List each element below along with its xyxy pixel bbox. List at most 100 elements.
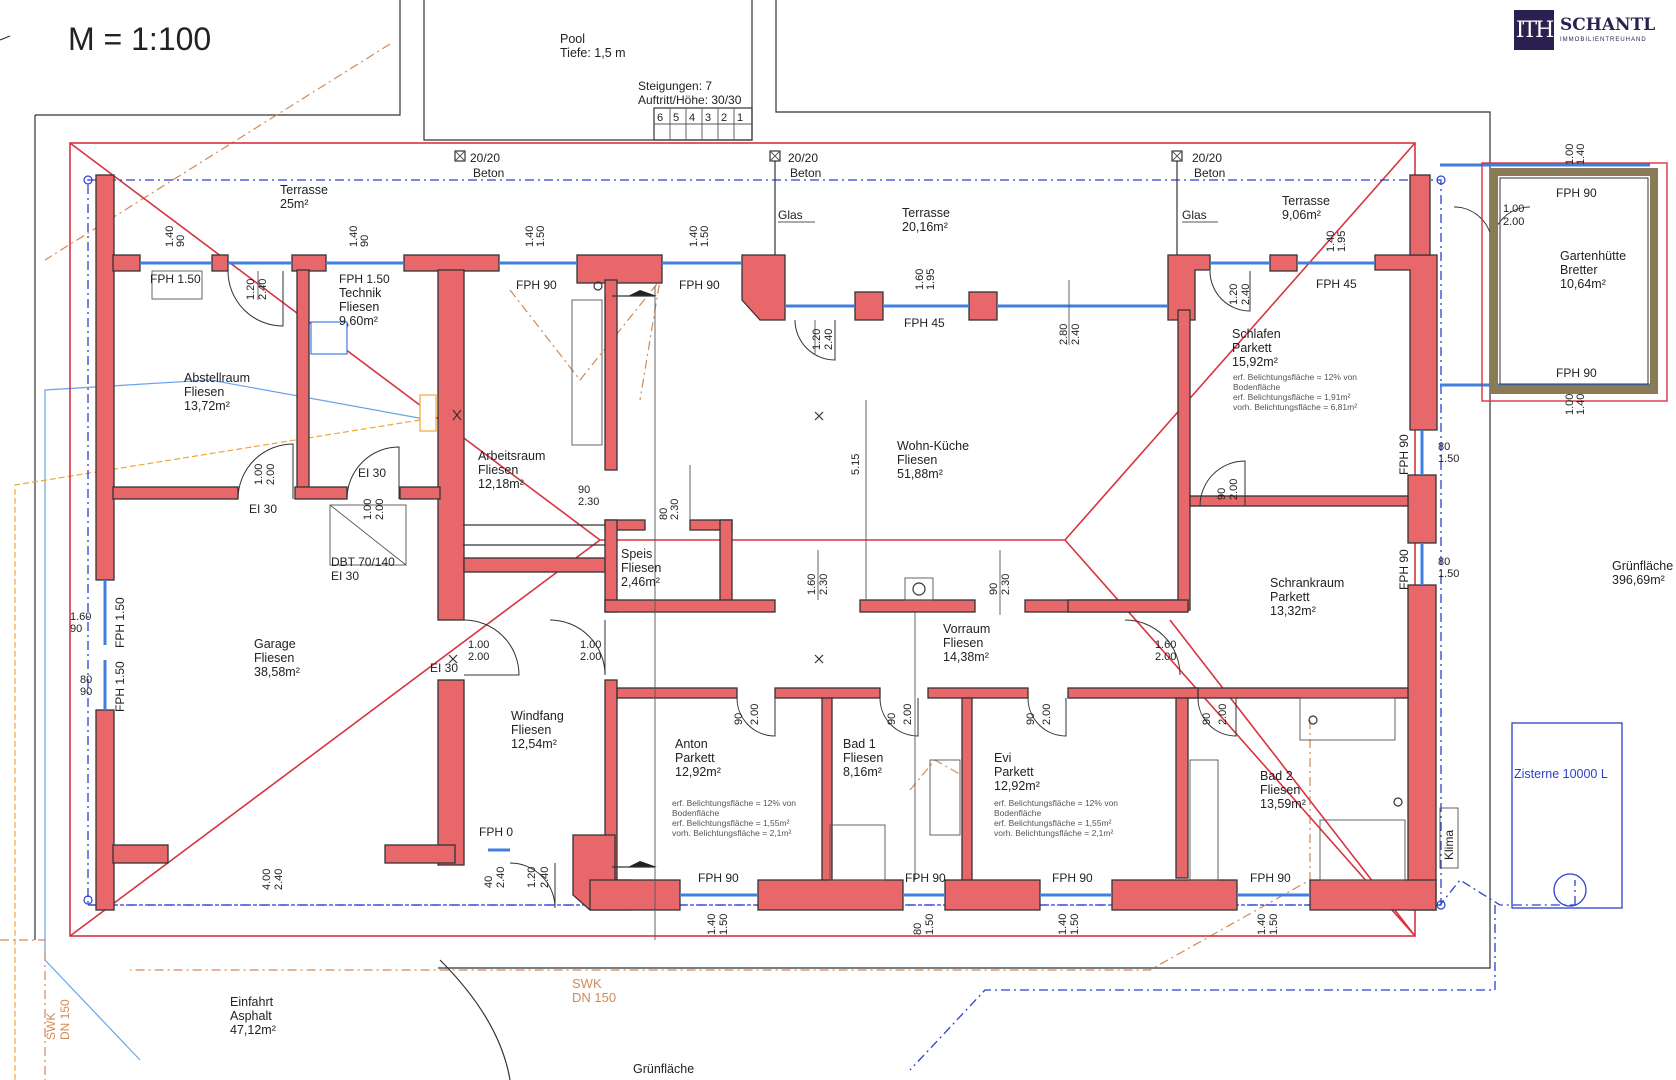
concrete-columns: 20/20 Beton 20/20 Beton 20/20 Beton Glas… [454,150,1225,255]
dim-90-g: 90 [80,686,92,698]
stairs-tread-label: Auftritt/Höhe: 30/30 [638,93,742,107]
dim-120-b: 1.20 [811,329,823,350]
dim-150-g: 1.50 [924,914,936,935]
room-bad1: Bad 1 Fliesen 8,16m² [843,737,887,779]
pipe-orange-2 [509,277,661,401]
fph-90-label-south-2: FPH 90 [905,871,946,885]
room-labels: Pool Tiefe: 1,5 m Terrasse 25m² Technik … [184,32,1673,1076]
dim-160-c: 1.60 [70,611,91,623]
dim-140-e: 1.40 [1325,231,1337,252]
column-2-material: Beton [790,166,821,180]
dim-140-d: 1.40 [688,226,700,247]
swk-label-b: SWK [44,1013,58,1040]
dim-240-d: 2.40 [1240,284,1252,305]
glass-label-2: Glas [1182,208,1207,222]
pool-outline [423,0,753,141]
dim-160-b: 1.60 [806,574,818,595]
fph-90-label-east-1: FPH 90 [1397,434,1411,475]
dim-90-e: 90 [1216,488,1228,500]
stairs: 6 5 4 3 2 1 Steigungen: 7 Auftritt/Höhe:… [638,79,753,141]
room-gartenhuette: Gartenhütte Bretter 10,64m² [1560,249,1630,291]
room-bad2: Bad 2 Fliesen 13,59m² [1260,769,1306,811]
dim-195-b: 1.95 [1336,231,1348,252]
dim-240-e: 2.40 [273,869,285,890]
column-1-material: Beton [473,166,504,180]
dim-150-h: 1.50 [1069,914,1081,935]
dim-200-b: 2.00 [374,499,386,520]
dim-515: 5.15 [850,454,862,475]
pool-label: Pool Tiefe: 1,5 m [560,32,626,60]
dim-120-a: 1.20 [245,279,257,300]
door-swings [227,206,1531,909]
room-terrasse-west: Terrasse 25m² [280,183,331,211]
dim-80-b: 80 [1438,441,1450,453]
fph-90-label-hut-bottom: FPH 90 [1556,366,1597,380]
pipe-blue-2 [909,905,1496,1071]
site-boundary [35,0,1491,969]
dim-195-a: 1.95 [925,269,937,290]
logo-company-name: SCHANTL [1560,15,1656,35]
room-schlafen: Schlafen Parkett 15,92m² [1232,327,1284,369]
dim-80-d: 80 [80,674,92,686]
fph-90-label-b: FPH 90 [679,278,720,292]
fph-150-label-b: FPH 1.50 [339,272,390,286]
stair-step-6: 6 [657,112,663,124]
fph-90-label-a: FPH 90 [516,278,557,292]
room-garage: Garage Fliesen 38,58m² [254,637,300,679]
room-speis: Speis Fliesen 2,46m² [621,547,665,589]
dim-120-d: 1.20 [526,867,538,888]
logo-text: SCHANTL IMMOBILIENTREUHAND [1560,15,1656,44]
column-3-size: 20/20 [1192,151,1222,165]
dim-150-i: 1.50 [1268,914,1280,935]
column-2-size: 20/20 [788,151,818,165]
dim-230-d: 2.30 [1000,574,1012,595]
dim-40: 40 [483,876,495,888]
dim-230-a: 2.30 [669,499,681,520]
dim-80-e: 80 [912,923,924,935]
scale-label: M = 1:100 [68,21,211,57]
dim-160-d: 1.60 [1155,639,1176,651]
dim-140-c: 1.40 [524,226,536,247]
fph-45-label-a: FPH 45 [904,316,945,330]
dim-100-d: 1.00 [580,639,601,651]
dim-90-d: 90 [988,583,1000,595]
garden-hut-walls [1490,168,1658,394]
fph-90-label-hut-top: FPH 90 [1556,186,1597,200]
note-evi: erf. Belichtungsfläche = 12% von Bodenfl… [994,798,1120,838]
room-abstellraum: Abstellraum Fliesen 13,72m² [184,371,253,413]
room-technik: Technik Fliesen 9,60m² [339,286,385,328]
gruenflaeche-south-label: Grünfläche [633,1062,694,1076]
dbt-label: DBT 70/140 [331,555,395,569]
stair-step-3: 3 [705,112,711,124]
dim-200-f: 2.00 [1155,651,1176,663]
dim-80-c: 80 [1438,556,1450,568]
ei30-label-b: EI 30 [358,466,386,480]
dim-100-a: 1.00 [253,464,265,485]
room-arbeitsraum: Arbeitsraum Fliesen 12,18m² [478,449,549,491]
dimension-labels: 1.40 90 1.40 90 1.40 1.50 1.40 1.50 1.20… [70,144,1587,935]
stair-step-4: 4 [689,112,695,124]
element-labels: FPH 1.50 FPH 1.50 FPH 90 FPH 90 FPH 45 F… [44,186,1608,1040]
dim-280: 2.80 [1058,324,1070,345]
pipe-yellow-1 [14,419,421,1080]
dim-90-b: 90 [359,235,371,247]
driveway-arc [439,959,511,1080]
pipe-orange-3 [909,759,971,791]
dim-140-b: 1.40 [348,226,360,247]
dim-200-g: 2.00 [749,704,761,725]
dim-90-i: 90 [886,713,898,725]
fph-90-label-south-1: FPH 90 [698,871,739,885]
company-logo: ITH SCHANTL IMMOBILIENTREUHAND [1514,10,1664,50]
pipe-lightblue-1 [44,379,431,1061]
dim-150-d: 1.50 [699,226,711,247]
room-terrasse-mitte: Terrasse 20,16m² [902,206,953,234]
dim-200-i: 2.00 [1041,704,1053,725]
cistern-box [1511,722,1623,909]
dim-90-k: 90 [1201,713,1213,725]
dim-200-e: 2.00 [1228,479,1240,500]
room-schrankraum: Schrankraum Parkett 13,32m² [1270,576,1348,618]
dim-200-hut-b: 2.00 [1503,216,1524,228]
fixtures [83,175,1623,940]
garden-hut-outline-red [1481,162,1668,402]
dim-140-g: 1.40 [1057,914,1069,935]
